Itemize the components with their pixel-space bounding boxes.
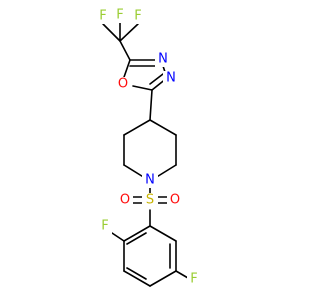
- background: [0, 0, 300, 300]
- oxadiazole-n-upper-bg: [155, 52, 171, 67]
- f-top-center-bg: [113, 8, 127, 23]
- oxadiazole-n-lower-bg: [163, 71, 179, 86]
- bond-ring-c1-c2: [123, 225, 151, 242]
- f-top-right-bg: [131, 9, 145, 24]
- bond-ring-c3-c4-inner: [126, 267, 147, 280]
- fluorine-top-center-label: F: [116, 8, 123, 23]
- bond-n3-c2-double: [149, 73, 164, 85]
- fluorine-top-right-label: F: [134, 9, 141, 24]
- structure-canvas: F F F O N N N S O O F F: [0, 0, 300, 300]
- sulfonyl-o-left-bg: [117, 193, 133, 208]
- bond-c2-o1: [132, 85, 153, 91]
- bond-meta-fluorine: [175, 270, 189, 279]
- fluorine-ortho-label: F: [101, 219, 108, 234]
- meta-f-bg: [187, 272, 201, 287]
- oxadiazole-oxygen-label: O: [118, 77, 128, 92]
- oxadiazole-n-upper-label: N: [158, 52, 168, 67]
- bond-oxadiazole-piperidine: [149, 89, 153, 121]
- bond-cf3-f-left: [102, 23, 121, 42]
- fluorine-top-left-label: F: [99, 9, 106, 24]
- bond-piperidine-n1-c6: [154, 164, 177, 179]
- bond-piperidine-c5-c4: [149, 119, 177, 136]
- bond-cf3-oxadiazole: [119, 40, 131, 61]
- fluorine-meta-label: F: [190, 272, 197, 287]
- piperidine-n-bg: [142, 173, 158, 188]
- sulfonyl-oxygen-right-label: O: [170, 193, 180, 208]
- oxadiazole-n-lower-label: N: [166, 71, 176, 86]
- bond-ring-c6-c1: [149, 225, 177, 242]
- sulfonyl-oxygen-left-label: O: [120, 193, 130, 208]
- molecule-diagram: F F F O N N N S O O F F: [0, 0, 300, 300]
- f-top-left-bg: [96, 9, 110, 24]
- sulfur-label: S: [146, 193, 154, 208]
- sulfonyl-s-bg: [142, 193, 158, 208]
- bond-piperidine-c2-n1: [123, 164, 146, 179]
- bond-ring-c4-c5: [149, 270, 177, 287]
- bond-cf3-f-right: [119, 23, 139, 42]
- bond-o1-c5: [122, 59, 131, 81]
- bond-ring-c1-c2-inner: [126, 232, 147, 245]
- sulfonyl-o-right-bg: [167, 193, 183, 208]
- oxadiazole-o-bg: [115, 77, 131, 92]
- bond-piperidine-c4-c3: [123, 119, 151, 136]
- bond-ortho-fluorine: [111, 232, 125, 242]
- piperidine-nitrogen-label: N: [145, 173, 155, 188]
- bond-ring-c3-c4: [123, 270, 151, 287]
- ortho-f-bg: [98, 219, 112, 234]
